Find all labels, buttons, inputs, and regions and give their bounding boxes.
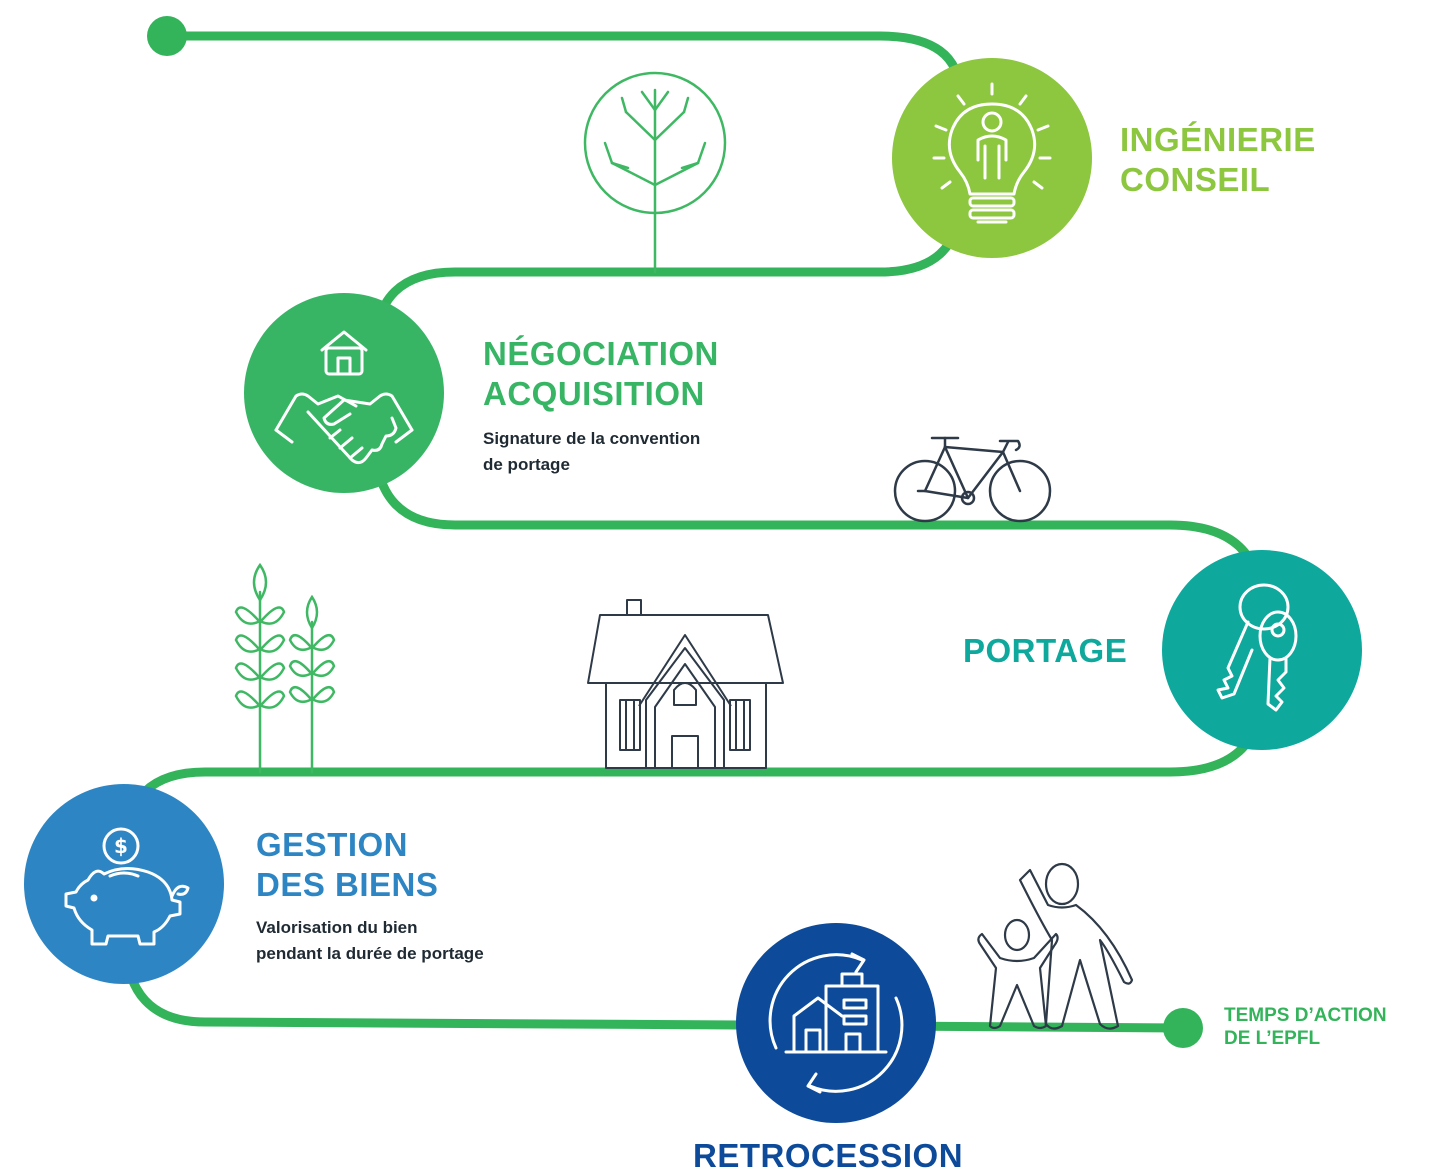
title-line: GESTION [256,826,409,863]
svg-text:$: $ [114,834,128,858]
step-negociation-title: NÉGOCIATION ACQUISITION [483,334,719,413]
tree-icon [583,71,727,274]
end-dot [1163,1008,1203,1048]
step-retrocession-circle [736,923,936,1123]
step-gestion-circle [24,784,224,984]
step-gestion-desc: Valorisation du bien pendant la durée de… [256,915,484,966]
desc-line: pendant la durée de portage [256,943,484,963]
wheat-icon [234,562,336,774]
building-cycle-icon [768,952,904,1094]
desc-line: Valorisation du bien [256,918,418,937]
title-line: PORTAGE [963,632,1128,669]
title-line: RETROCESSION [693,1137,964,1174]
step-retrocession-title: RETROCESSION [693,1136,963,1176]
bicycle-icon [893,436,1052,523]
end-label-line: DE L’EPFL [1224,1027,1321,1049]
step-negociation-circle [244,293,444,493]
step-negociation-desc: Signature de la convention de portage [483,426,700,477]
family-icon [977,862,1134,1030]
keys-icon [1216,583,1298,712]
desc-line: de portage [483,454,570,474]
title-line: CONSEIL [1120,160,1271,198]
handshake-house-icon [274,330,414,465]
start-dot [147,16,187,56]
end-label-line: TEMPS D’ACTION [1224,1005,1387,1026]
desc-line: Signature de la convention [483,429,701,448]
step-ingenierie-circle [892,58,1092,258]
piggy-bank-icon: $ [64,827,190,946]
step-gestion-title: GESTION DES BIENS [256,825,438,904]
house-icon [587,599,784,769]
title-line: INGÉNIERIE [1120,121,1316,158]
title-line: ACQUISITION [483,374,705,412]
title-line: DES BIENS [256,865,439,903]
lightbulb-person-icon [932,82,1052,224]
title-line: NÉGOCIATION [483,335,719,372]
end-label: TEMPS D’ACTION DE L’EPFL [1224,1005,1387,1051]
step-ingenierie-title: INGÉNIERIE CONSEIL [1120,120,1316,199]
step-portage-title: PORTAGE [963,631,1127,671]
